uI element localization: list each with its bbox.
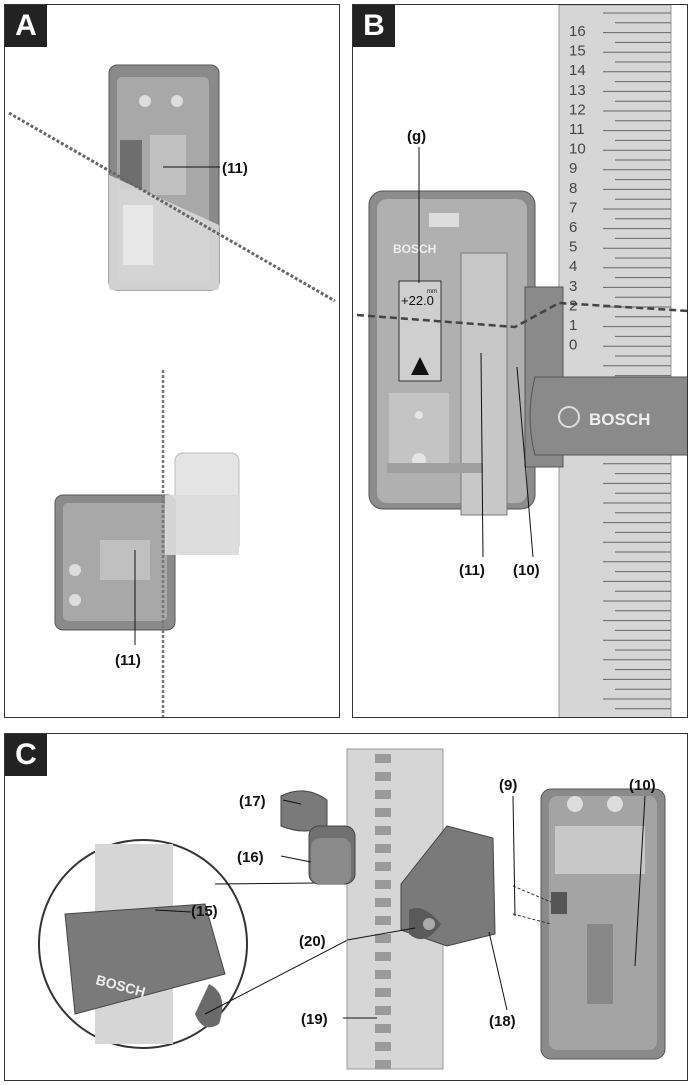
panel-c-illustration: BOSCH (17) <box>38 748 666 1070</box>
panel-c-tag: C <box>5 734 47 776</box>
staff-number: 2 <box>569 297 577 314</box>
staff-marks <box>375 754 391 1069</box>
staff-clamp: BOSCH <box>529 376 687 456</box>
display-arrow-icon <box>411 357 429 375</box>
callout-15: (15) <box>191 903 218 920</box>
callout-19: (19) <box>301 1011 328 1028</box>
holder-bracket <box>400 825 496 947</box>
staff-number: 11 <box>569 121 585 138</box>
staff-number: 0 <box>569 337 577 354</box>
staff-number: 5 <box>569 239 577 256</box>
panel-b-tag: B <box>353 5 395 47</box>
laser-receiver: BOSCH +22.0 mm <box>368 190 536 516</box>
display-unit: mm <box>427 289 437 295</box>
laser-receiver-upright <box>108 64 220 291</box>
staff-number: 16 <box>569 23 586 40</box>
light-button[interactable] <box>415 411 423 419</box>
callout-11-bottom: (11) <box>115 652 141 669</box>
staff-number: 13 <box>569 82 586 99</box>
panel-a: A (11) (11) <box>4 4 340 718</box>
staff-number: 14 <box>569 62 586 79</box>
laser-receiver-back <box>540 788 666 1060</box>
staff-number: 9 <box>569 160 577 177</box>
callout-10: (10) <box>513 562 540 579</box>
receiver-brand: BOSCH <box>393 242 436 256</box>
callout-17: (17) <box>239 793 266 810</box>
laser-receiver-horizontal <box>54 452 240 631</box>
callout-20: (20) <box>299 933 326 950</box>
callout-10: (10) <box>629 777 656 794</box>
laser-line <box>356 301 687 329</box>
callout-18: (18) <box>489 1013 516 1030</box>
reception-window <box>460 252 508 516</box>
staff-number: 10 <box>569 141 586 158</box>
panel-a-tag: A <box>5 5 47 47</box>
clamp-brand: BOSCH <box>589 410 650 429</box>
staff-number: 6 <box>569 219 577 236</box>
laser-plane-line-horizontal <box>8 111 336 303</box>
levelling-staff <box>558 5 672 717</box>
staff-number: 1 <box>569 317 577 334</box>
staff-number: 3 <box>569 278 577 295</box>
display-value: +22.0 <box>401 293 434 308</box>
staff-number: 7 <box>569 199 577 216</box>
panel-a-illustration: (11) (11) <box>8 64 336 717</box>
staff-number: 15 <box>569 43 586 60</box>
callout-11: (11) <box>459 562 485 579</box>
detail-magnifier: BOSCH <box>38 839 248 1049</box>
staff-number: 4 <box>569 258 577 275</box>
callout-g: (g) <box>407 128 426 145</box>
callout-9: (9) <box>499 777 517 794</box>
clamp-knob <box>280 790 356 885</box>
panel-c: C BOSCH <box>4 733 688 1081</box>
staff-number: 8 <box>569 180 577 197</box>
callout-11-top: (11) <box>222 160 248 177</box>
callout-16: (16) <box>237 849 264 866</box>
staff-number: 12 <box>569 101 586 118</box>
